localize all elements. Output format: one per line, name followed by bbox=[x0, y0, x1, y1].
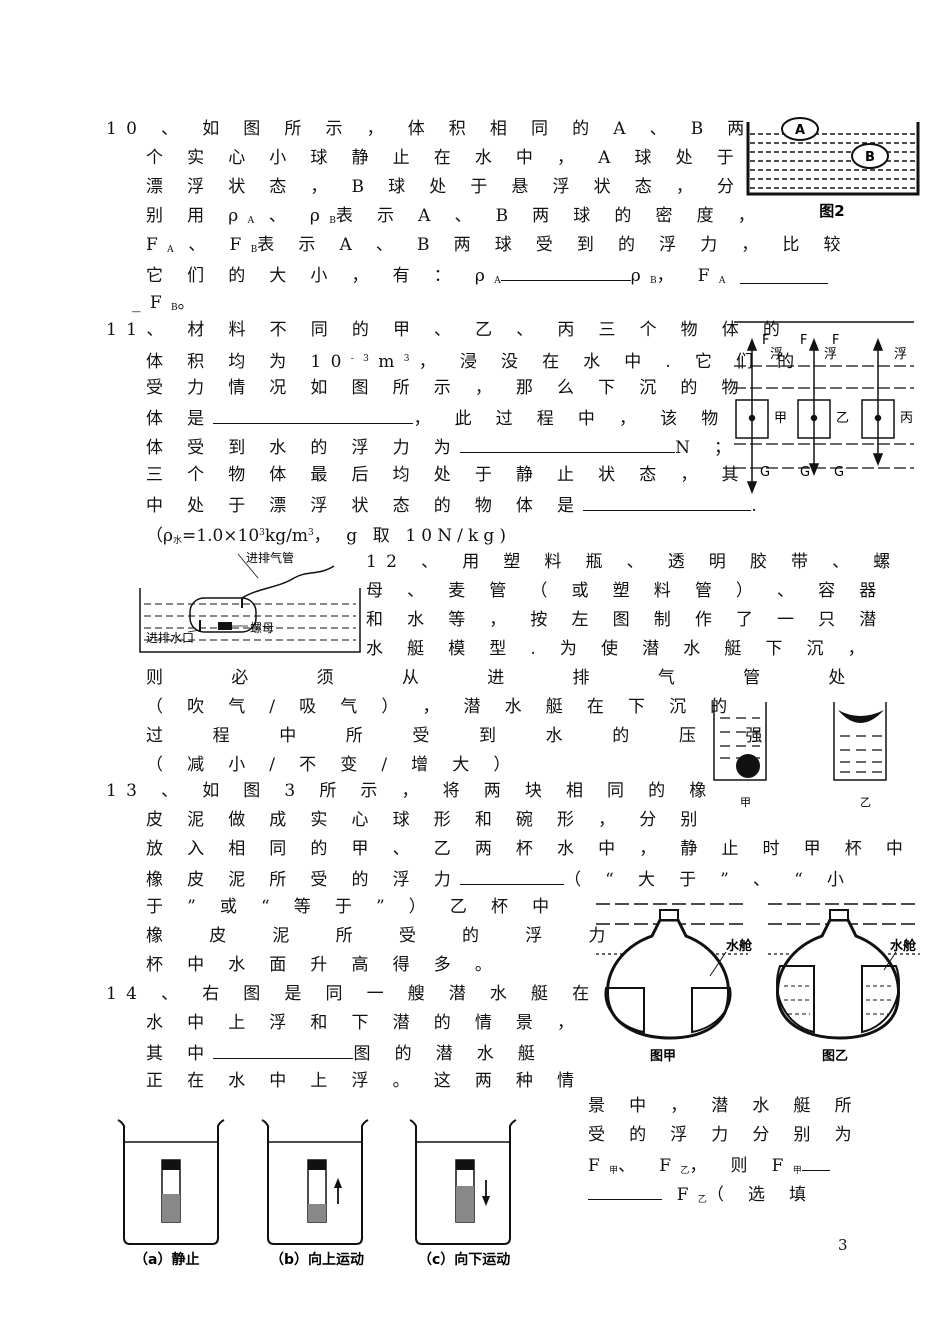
q11-blank-floating-object[interactable] bbox=[583, 493, 752, 511]
q11-line-6: 三 个 物 体 最 后 均 处 于 静 止 状 态 ， 其 bbox=[146, 465, 748, 485]
q10-line-4: 别 用 ρA 、 ρB表 示 A 、 B 两 球 的 密 度 ， bbox=[146, 206, 765, 226]
q12-line-6: （ 吹 气 / 吸 气 ） ， 潜 水 艇 在 下 沉 的 bbox=[146, 697, 737, 717]
q11-blank-sinking-object[interactable] bbox=[213, 406, 414, 424]
q10-blank-density[interactable] bbox=[500, 263, 631, 281]
q14-line-1: 14 、 右 图 是 同 一 艘 潜 水 艇 在 bbox=[106, 984, 599, 1004]
q11-object-yi: 乙 bbox=[836, 411, 849, 426]
q14-line-2: 水 中 上 浮 和 下 潜 的 情 景 ， bbox=[146, 1013, 584, 1033]
q14-line-6: 受 的 浮 力 分 别 为 bbox=[588, 1125, 861, 1145]
q13-line-4: 橡 皮 泥 所 受 的 浮 力（ “ 大 于 ” 、 “ 小 bbox=[146, 867, 853, 891]
q13-figure: 甲 乙 bbox=[713, 702, 887, 809]
q12-line-5: 则 必 须 从 进 排 气 管 处 bbox=[146, 668, 877, 688]
q10-figure-caption: 图2 bbox=[819, 202, 844, 220]
beaker-c-caption: （c）向下运动 bbox=[418, 1251, 510, 1268]
q14-line-5: 景 中 ， 潜 水 艇 所 bbox=[588, 1096, 861, 1116]
q10-line-7: _FB。 bbox=[132, 293, 204, 313]
q11-line-1: 11、 材 料 不 同 的 甲 、 乙 、 丙 三 个 物 体 的 bbox=[106, 320, 790, 340]
q11-force-label-1: F bbox=[762, 333, 769, 348]
q11-buoyancy-label-1: 浮 bbox=[770, 347, 783, 362]
q13-line-1: 13 、 如 图 3 所 示 ， 将 两 块 相 同 的 橡 bbox=[106, 781, 716, 801]
page-number: 3 bbox=[838, 1236, 848, 1254]
beaker-b-caption: （b）向上运动 bbox=[270, 1251, 364, 1268]
q11-gravity-label-2: G bbox=[800, 465, 810, 480]
q10-line-5: FA 、 FB表 示 A 、 B 两 球 受 到 的 浮 力 ， 比 较 bbox=[146, 235, 850, 255]
q11-figure: F 浮 F 浮 F 浮 甲 乙 丙 G G G bbox=[734, 321, 914, 495]
q10-line-3: 漂 浮 状 态 ， B 球 处 于 悬 浮 状 态 ， 分 bbox=[146, 177, 744, 197]
q11-line-8: （ρ水=1.0×103kg/m3， g 取 10N/kg) bbox=[146, 526, 512, 546]
q11-force-label-3: F bbox=[832, 333, 839, 348]
q12-line-7: 过 程 中 所 受 到 水 的 压 强 bbox=[146, 726, 785, 746]
q10-blank-force[interactable] bbox=[740, 266, 828, 284]
q14-figure: 水舱 水舱 图甲 图乙 bbox=[596, 903, 920, 1064]
q12-port-label: 进排水口 bbox=[146, 631, 194, 645]
q11-object-bing: 丙 bbox=[900, 411, 913, 426]
q14-line-4: 正 在 水 中 上 浮 。 这 两 种 情 bbox=[146, 1071, 584, 1091]
q13-cup-jia-label: 甲 bbox=[740, 796, 751, 809]
q14-line-8: F乙（ 选 填 bbox=[588, 1182, 816, 1211]
q11-line-2: 体 积 均 为 10-3m3， 浸 没 在 水 中 . 它 们 的 bbox=[146, 352, 804, 372]
q14-blank-force-1[interactable] bbox=[801, 1153, 830, 1171]
q12-line-4: 水 艇 模 型 . 为 使 潜 水 艇 下 沉 ， bbox=[366, 639, 874, 659]
q13-line-7: 杯 中 水 面 升 高 得 多 。 bbox=[146, 955, 502, 975]
q12-line-8: （ 减 小 / 不 变 / 增 大 ） bbox=[146, 755, 520, 775]
q14-caption-jia: 图甲 bbox=[650, 1049, 676, 1064]
q11-buoyancy-label-3: 浮 bbox=[894, 347, 907, 362]
beaker-a-caption: （a）静止 bbox=[134, 1251, 199, 1268]
q12-line-1: 12 、 用 塑 料 瓶 、 透 明 胶 带 、 螺 bbox=[366, 552, 900, 572]
q14-blank-force-2[interactable] bbox=[588, 1182, 662, 1200]
q11-buoyancy-label-2: 浮 bbox=[824, 347, 837, 362]
q11-gravity-label-3: G bbox=[834, 465, 844, 480]
q13-line-6: 橡 皮 泥 所 受 的 浮 力 ， bbox=[146, 926, 690, 946]
q11-force-label-2: F bbox=[800, 333, 807, 348]
q11-blank-buoyancy[interactable] bbox=[460, 435, 676, 453]
q13-line-2: 皮 泥 做 成 实 心 球 形 和 碗 形 ， 分 别 bbox=[146, 810, 707, 830]
q12-nut-label: 螺母 bbox=[250, 621, 274, 635]
q14-line-3: 其 中图 的 潜 水 艇 bbox=[146, 1041, 544, 1065]
q13-cup-yi-label: 乙 bbox=[860, 796, 871, 809]
q10-ball-a-label: A bbox=[795, 123, 805, 138]
q10-ball-b-label: B bbox=[865, 150, 875, 165]
q11-object-jia: 甲 bbox=[774, 411, 787, 426]
q12-pipe-label: 进排气管 bbox=[246, 550, 294, 565]
q10-line-2: 个 实 心 小 球 静 止 在 水 中 ， A 球 处 于 bbox=[146, 148, 744, 168]
q11-gravity-label-1: G bbox=[760, 465, 770, 480]
q14-line-7: F甲、 F乙， 则 F甲 bbox=[588, 1153, 830, 1182]
q12-figure: 进排气管 螺母 进排水口 bbox=[139, 550, 361, 653]
q14-caption-yi: 图乙 bbox=[822, 1049, 848, 1064]
q14-tank-label-jia: 水舱 bbox=[726, 938, 753, 954]
q13-line-5: 于 ” 或 “ 等 于 ” ） 乙 杯 中 bbox=[146, 897, 559, 917]
q11-line-7: 中 处 于 漂 浮 状 态 的 物 体 是. bbox=[146, 493, 766, 517]
q12-line-3: 和 水 等 ， 按 左 图 制 作 了 一 只 潜 bbox=[366, 610, 886, 630]
q12-line-2: 母 、 麦 管 （ 或 塑 料 管 ） 、 容 器 bbox=[366, 581, 886, 601]
q10-figure: A B 图2 bbox=[746, 117, 920, 220]
q11-line-3: 受 力 情 况 如 图 所 示 ， 那 么 下 沉 的 物 bbox=[146, 378, 748, 398]
beakers-figure: （a）静止 （b）向上运动 （c）向下运动 bbox=[117, 1119, 517, 1268]
q13-blank-compare[interactable] bbox=[460, 867, 565, 885]
q13-line-3: 放 入 相 同 的 甲 、 乙 两 杯 水 中 ， 静 止 时 甲 杯 中 bbox=[146, 839, 913, 859]
q11-line-4: 体 是， 此 过 程 中 ， 该 物 bbox=[146, 406, 728, 430]
q14-tank-label-yi: 水舱 bbox=[890, 938, 917, 954]
q14-blank-rising[interactable] bbox=[213, 1041, 354, 1059]
q10-line-1: 10 、 如 图 所 示 ， 体 积 相 同 的 A 、 B 两 bbox=[106, 119, 754, 139]
